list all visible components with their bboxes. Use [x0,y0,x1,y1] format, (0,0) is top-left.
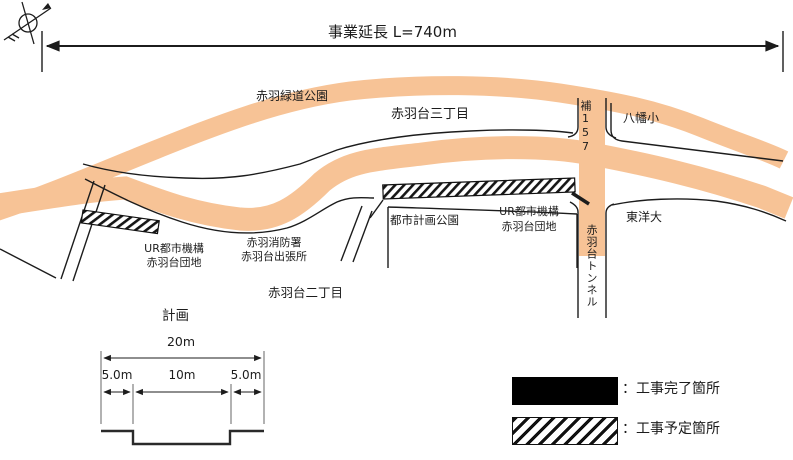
fire-station-line1: 赤羽消防署 [246,236,302,249]
tunnel-label: 赤羽台トンネル [585,224,598,308]
ur-agency-right-line2: 赤羽台団地 [501,220,557,233]
street-edges [0,98,787,318]
road-alignment [0,76,793,256]
legend-planned-label: ：工事予定箇所 [622,421,720,437]
hachiman-elementary-label: 八幡小 [623,111,660,125]
main-road-band [0,136,793,231]
project-length-label: 事業延長 L=740m [328,23,457,41]
ur-agency-left-label: UR都市機構 赤羽台団地 [133,242,215,269]
greenway-band [0,76,789,221]
planned-work-area-west [80,209,160,235]
district-2chome-label: 赤羽台二丁目 [268,285,344,300]
ur-agency-right-label: UR都市機構 赤羽台団地 [489,204,569,234]
cross-section-drawing [100,351,265,446]
dim-center-label: 10m [168,368,196,382]
route-157-label: 補157 [579,100,592,154]
legend-completed-swatch [512,377,618,405]
legend-planned-swatch [512,417,618,445]
city-planning-park-label: 都市計画公園 [390,213,459,227]
planned-work-areas [80,177,576,235]
toyo-university-label: 東洋大 [626,210,663,224]
project-length-dimension [41,31,784,72]
fire-station-line2: 赤羽台出張所 [241,249,307,263]
legend-completed-label: ：工事完了箇所 [622,381,720,397]
dim-overall-label: 20m [166,334,196,349]
greenway-park-label: 赤羽緑道公園 [256,89,329,103]
road-profile [101,429,264,446]
fire-station-label: 赤羽消防署 赤羽台出張所 [230,236,318,263]
cross-section-title: 計画 [162,308,189,324]
dim-left-label: 5.0m [101,368,133,382]
dim-right-label: 5.0m [230,368,262,382]
north-arrow-icon [3,1,52,45]
ur-agency-left-line2: 赤羽台団地 [146,255,202,269]
district-3chome-label: 赤羽台三丁目 [391,107,470,122]
planned-work-area-center [382,177,576,200]
ur-agency-right-line1: UR都市機構 [499,205,559,218]
ur-agency-left-line1: UR都市機構 [144,242,204,255]
